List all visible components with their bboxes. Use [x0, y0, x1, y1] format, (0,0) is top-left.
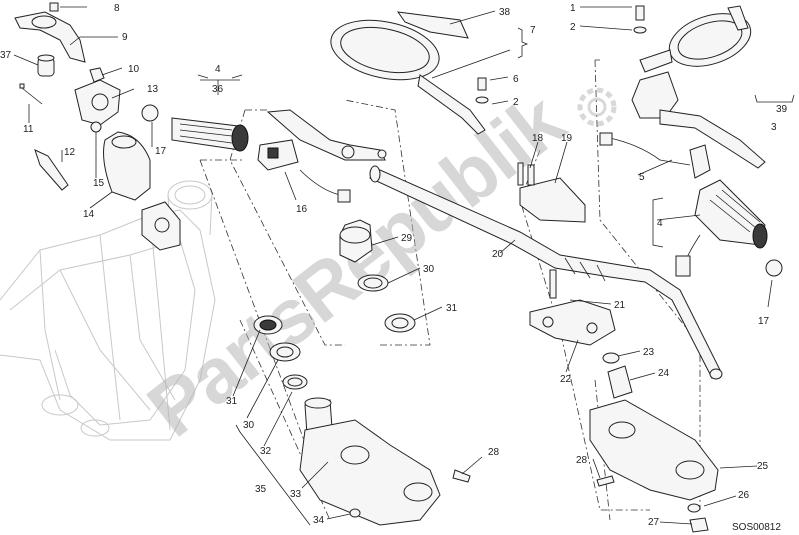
callout-34: 34 [313, 515, 325, 526]
callout-labels: 1 2 2 3 4 4 5 6 7 8 9 10 11 12 13 14 15 … [0, 3, 788, 533]
callout-28b: 28 [576, 455, 588, 466]
callout-35: 35 [255, 484, 267, 495]
handlebar [369, 165, 723, 380]
callout-15: 15 [93, 178, 105, 189]
callout-9: 9 [122, 32, 128, 43]
callout-36: 36 [212, 84, 224, 95]
callout-8: 8 [114, 3, 120, 14]
callout-17: 17 [155, 146, 167, 157]
right-mirror-master-cylinder [599, 5, 766, 179]
callout-31b: 31 [226, 396, 238, 407]
leader-lines [13, 6, 795, 526]
frame-outline [0, 180, 216, 441]
callout-38: 38 [499, 7, 511, 18]
drawing-code: SOS00812 [732, 522, 781, 533]
callout-12: 12 [64, 147, 76, 158]
callout-30b: 30 [243, 420, 255, 431]
callout-13: 13 [147, 84, 159, 95]
callout-33: 33 [290, 489, 302, 500]
callout-4: 4 [215, 64, 221, 75]
callout-5: 5 [639, 172, 645, 183]
callout-23: 23 [643, 347, 655, 358]
left-mirror [330, 11, 489, 135]
callout-28: 28 [488, 447, 500, 458]
left-grip-switch-parts [141, 104, 387, 203]
callout-3: 3 [771, 122, 777, 133]
callout-21: 21 [614, 300, 626, 311]
callout-16: 16 [296, 204, 308, 215]
gear-logo-icon [577, 87, 617, 127]
callout-26: 26 [738, 490, 750, 501]
callout-4b: 4 [657, 218, 663, 229]
callout-24: 24 [658, 368, 670, 379]
callout-2b: 2 [513, 97, 519, 108]
callout-18: 18 [532, 133, 544, 144]
callout-11: 11 [23, 124, 34, 135]
callout-25: 25 [757, 461, 769, 472]
callout-14: 14 [83, 209, 95, 220]
callout-1: 1 [570, 3, 576, 14]
callout-20: 20 [492, 249, 504, 260]
callout-32: 32 [260, 446, 272, 457]
callout-6: 6 [513, 74, 519, 85]
callout-19: 19 [561, 133, 573, 144]
callout-31: 31 [446, 303, 458, 314]
callout-2: 2 [570, 22, 576, 33]
callout-22: 22 [560, 374, 572, 385]
callout-7: 7 [530, 25, 536, 36]
steering-parts [253, 162, 719, 533]
callout-10: 10 [128, 64, 140, 75]
callout-39: 39 [776, 104, 788, 115]
right-grip [675, 179, 783, 277]
callout-17b: 17 [758, 316, 770, 327]
callout-37: 37 [0, 50, 12, 61]
callout-29: 29 [401, 233, 413, 244]
left-mirror-bracket-parts [14, 2, 181, 251]
callout-30: 30 [423, 264, 435, 275]
callout-27: 27 [648, 517, 660, 528]
